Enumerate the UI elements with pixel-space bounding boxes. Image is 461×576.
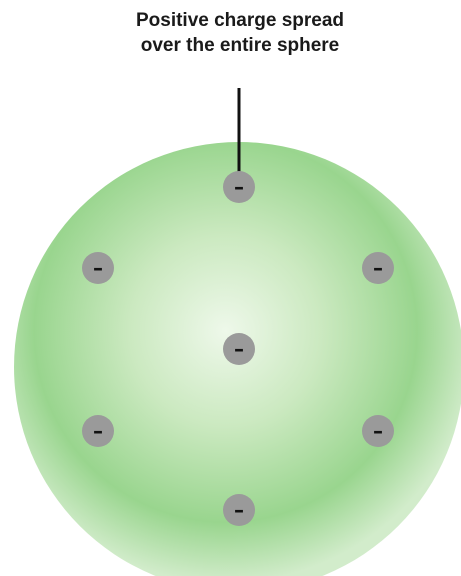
electron-sign: – (93, 419, 103, 443)
electron-sign: – (373, 419, 383, 443)
electron-sign: – (234, 337, 244, 361)
electron-bottom: – (223, 494, 255, 526)
electron-lower-right: – (362, 415, 394, 447)
electron-center: – (223, 333, 255, 365)
electron-upper-left: – (82, 252, 114, 284)
electron-top: – (223, 171, 255, 203)
electron-sign: – (373, 256, 383, 280)
electron-sign: – (234, 498, 244, 522)
electron-sign: – (234, 175, 244, 199)
electron-sign: – (93, 256, 103, 280)
electron-lower-left: – (82, 415, 114, 447)
electron-upper-right: – (362, 252, 394, 284)
